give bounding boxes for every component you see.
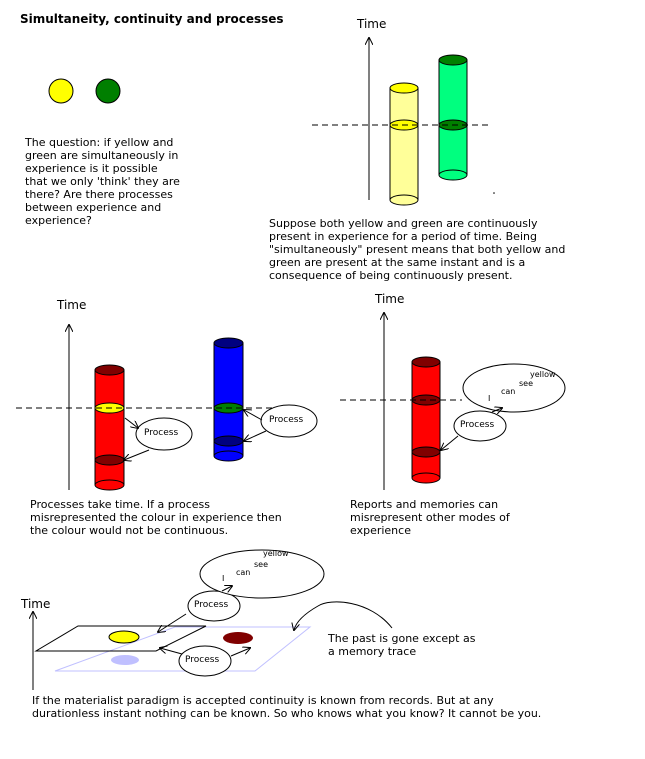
panel4-bubble-word-see: see	[519, 379, 534, 388]
panel4-thought-bubble	[462, 363, 566, 413]
panel5-process-bottom-bubble	[178, 645, 232, 677]
past-darkred-spot	[223, 632, 253, 644]
panel5-bubble-word-i: I	[222, 574, 225, 583]
past-plane	[54, 626, 312, 672]
panel3-process-left-bubble	[135, 417, 193, 451]
panel5-process-top-bubble	[187, 590, 241, 622]
panel3-time-label: Time	[57, 298, 87, 312]
panel4-process-label: Process	[460, 420, 495, 430]
panel4-bubble-word-can: can	[501, 387, 516, 396]
panel5-bubble-word-see: see	[254, 560, 269, 569]
panel5-caption: If the materialist paradigm is accepted …	[32, 694, 542, 720]
panel3-process-right-bubble	[260, 404, 318, 438]
panel3-process-left-label: Process	[144, 428, 179, 438]
panel5-diagram	[33, 549, 393, 690]
panel5-process-bottom-label: Process	[185, 655, 220, 665]
panel3-diagram	[16, 325, 318, 491]
yellow-cylinder	[389, 82, 419, 206]
green-dot	[95, 78, 121, 104]
panel1-dots	[48, 78, 121, 104]
panel4-diagram	[340, 313, 566, 490]
past-note: The past is gone except as a memory trac…	[328, 632, 476, 658]
panel5-process-top-label: Process	[194, 600, 229, 610]
panel4-bubble-word-i: I	[488, 394, 491, 403]
panel3-caption: Processes take time. If a process misrep…	[30, 498, 282, 537]
blue-cylinder	[213, 337, 244, 462]
panel4-bubble-word-yellow: yellow	[530, 370, 556, 379]
panel5-bubble-word-yellow: yellow	[263, 549, 289, 558]
panel5-bubble-word-can: can	[236, 568, 251, 577]
panel2-diagram	[312, 38, 495, 206]
panel2-time-label: Time	[357, 17, 387, 31]
panel4-process-bubble	[453, 410, 507, 442]
panel5-time-label: Time	[21, 597, 51, 611]
red-cylinder-2	[411, 356, 441, 484]
panel3-process-right-label: Process	[269, 415, 304, 425]
panel5-thought-bubble	[199, 549, 325, 599]
red-cylinder	[94, 364, 125, 491]
panel4-time-label: Time	[375, 292, 405, 306]
past-note-arrow	[294, 601, 393, 630]
panel2-caption: Suppose both yellow and green are contin…	[269, 217, 566, 282]
page-title: Simultaneity, continuity and processes	[20, 12, 284, 26]
question-text: The question: if yellow and green are si…	[25, 136, 180, 227]
panel4-caption: Reports and memories can misrepresent ot…	[350, 498, 510, 537]
yellow-dot	[48, 78, 74, 104]
past-lavender-spot	[111, 655, 139, 665]
green-cylinder	[438, 54, 468, 181]
present-yellow-spot	[108, 630, 140, 644]
